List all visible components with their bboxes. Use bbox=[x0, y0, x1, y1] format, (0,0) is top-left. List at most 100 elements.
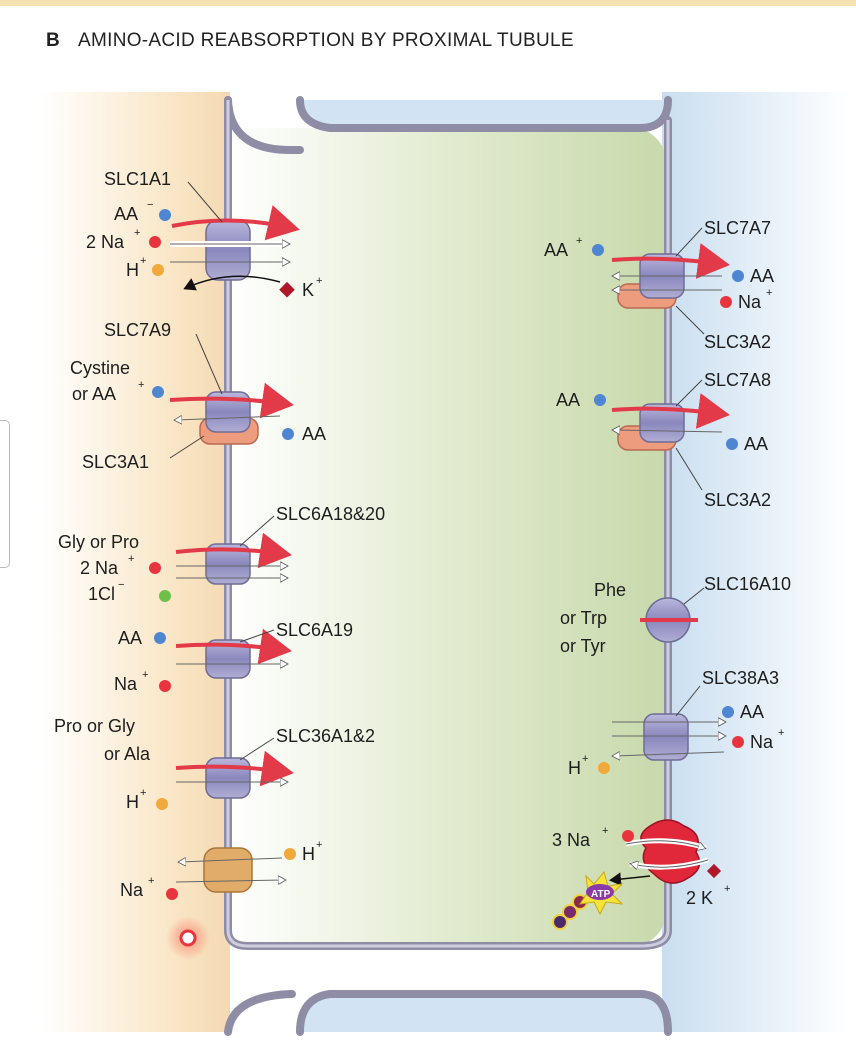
k-ion bbox=[706, 863, 722, 879]
na-label: 3 Na bbox=[552, 830, 591, 850]
na-ion bbox=[622, 830, 634, 842]
interstitium-region bbox=[662, 92, 852, 1032]
h-label: H bbox=[302, 844, 315, 864]
lumen-region bbox=[40, 92, 230, 1032]
slc6a19-label: SLC6A19 bbox=[276, 620, 353, 640]
slc6a18-label: SLC6A18&20 bbox=[276, 504, 385, 524]
slc36a1-label: SLC36A1&2 bbox=[276, 726, 375, 746]
aa-label: AA bbox=[740, 702, 764, 722]
aa-label: AA bbox=[118, 628, 142, 648]
slc7a7-transporter bbox=[612, 243, 730, 309]
h-label: H bbox=[568, 758, 581, 778]
aa-ion bbox=[159, 209, 171, 221]
gly-pro-label: Gly or Pro bbox=[58, 532, 139, 552]
na-reference-marker bbox=[179, 929, 197, 947]
k-label: 2 K bbox=[686, 888, 713, 908]
leader-line bbox=[239, 737, 275, 761]
h-label: H bbox=[126, 792, 139, 812]
or-tyr-label: or Tyr bbox=[560, 636, 606, 656]
slc1a1-transporter bbox=[170, 205, 300, 291]
na-ion bbox=[149, 236, 161, 248]
slc36a1-transporter bbox=[175, 750, 294, 799]
na-label: Na bbox=[120, 880, 144, 900]
aa-ion bbox=[282, 428, 294, 440]
slc7a9-transporter bbox=[169, 382, 294, 445]
h-charge: + bbox=[140, 787, 146, 799]
na-charge: + bbox=[148, 875, 154, 887]
leader-line bbox=[169, 435, 205, 459]
slc16a10-transporter bbox=[640, 597, 698, 643]
intercellular-space-bottom bbox=[300, 994, 668, 1032]
h-label: H bbox=[126, 260, 139, 280]
top-border bbox=[0, 0, 856, 6]
leader-line bbox=[187, 181, 223, 223]
atp-label: ATP bbox=[591, 889, 611, 900]
na-label: Na bbox=[114, 674, 138, 694]
na-label: Na bbox=[738, 292, 762, 312]
na-ion bbox=[149, 562, 161, 574]
figure-title: AMINO-ACID REABSORPTION BY PROXIMAL TUBU… bbox=[78, 30, 574, 51]
slc16a10-label: SLC16A10 bbox=[704, 574, 791, 594]
slc7a9-label: SLC7A9 bbox=[104, 320, 171, 340]
na-charge: + bbox=[602, 825, 608, 837]
na-ion bbox=[732, 736, 744, 748]
cl-label: 1Cl bbox=[88, 584, 115, 604]
membrane-highlight bbox=[226, 100, 670, 948]
na-label: 2 Na bbox=[86, 232, 125, 252]
na-label: 2 Na bbox=[80, 558, 119, 578]
or-trp-label: or Trp bbox=[560, 608, 607, 628]
side-tab bbox=[0, 420, 10, 568]
na-charge: + bbox=[778, 727, 784, 739]
h-ion bbox=[156, 798, 168, 810]
k-charge: + bbox=[724, 883, 730, 895]
leader-line bbox=[675, 447, 703, 491]
h-charge: + bbox=[316, 839, 322, 851]
aa-out-label: AA bbox=[302, 424, 326, 444]
slc6a18-transporter bbox=[175, 532, 292, 585]
na-charge: + bbox=[142, 669, 148, 681]
leader-line bbox=[239, 515, 275, 547]
slc38a3-label: SLC38A3 bbox=[702, 668, 779, 688]
aa-charge: + bbox=[138, 379, 144, 391]
leader-line bbox=[683, 587, 705, 605]
slc3a2-label: SLC3A2 bbox=[704, 490, 771, 510]
aa-ion bbox=[722, 706, 734, 718]
leader-line bbox=[675, 227, 703, 257]
slc7a8-label: SLC7A8 bbox=[704, 370, 771, 390]
aa-out-label: AA bbox=[750, 266, 774, 286]
or-aa-label: or AA bbox=[72, 384, 116, 404]
h-ion bbox=[152, 264, 164, 276]
slc7a8-transporter bbox=[612, 393, 730, 451]
figure-header: B AMINO-ACID REABSORPTION BY PROXIMAL TUB… bbox=[46, 30, 574, 52]
k-charge: + bbox=[316, 275, 322, 287]
aa-label: AA bbox=[114, 204, 138, 224]
leader-line bbox=[239, 629, 275, 643]
h-ion bbox=[284, 848, 296, 860]
leader-line bbox=[195, 333, 223, 395]
aa-out-label: AA bbox=[744, 434, 768, 454]
leader-line bbox=[675, 379, 703, 407]
aa-ion bbox=[152, 386, 164, 398]
panel-letter: B bbox=[46, 30, 61, 51]
na-label: Na bbox=[750, 732, 774, 752]
na-charge: + bbox=[134, 227, 140, 239]
cell-body bbox=[228, 128, 666, 946]
h-charge: + bbox=[140, 255, 146, 267]
slc3a1-label: SLC3A1 bbox=[82, 452, 149, 472]
slc3a2-label: SLC3A2 bbox=[704, 332, 771, 352]
atp-molecule bbox=[552, 870, 624, 930]
cystine-label: Cystine bbox=[70, 358, 130, 378]
na-charge: + bbox=[128, 553, 134, 565]
na-k-atpase bbox=[609, 819, 709, 886]
nhe-exchanger bbox=[175, 847, 284, 893]
na-ion bbox=[166, 888, 178, 900]
aa-in-label: AA bbox=[544, 240, 568, 260]
aa-ion bbox=[592, 244, 604, 256]
aa-charge: − bbox=[147, 199, 153, 211]
aa-charge: + bbox=[576, 235, 582, 247]
slc1a1-label: SLC1A1 bbox=[104, 169, 171, 189]
intercellular-space-top bbox=[300, 100, 668, 130]
slc7a7-label: SLC7A7 bbox=[704, 218, 771, 238]
na-ion bbox=[159, 680, 171, 692]
